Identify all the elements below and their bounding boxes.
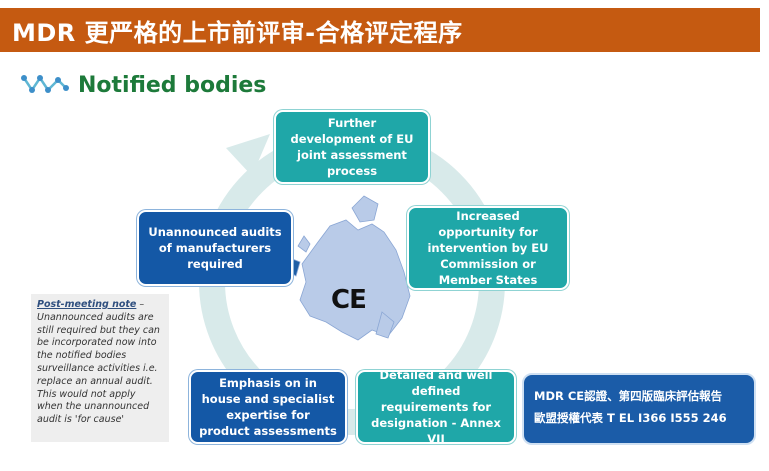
molecule-icon bbox=[21, 75, 69, 93]
cycle-step-bottom-left: Emphasis on in house and specialist expe… bbox=[189, 370, 347, 444]
europe-map bbox=[285, 195, 411, 341]
subtitle-group: Notified bodies bbox=[20, 70, 266, 100]
rep-line-1: MDR CE認證、第四版臨床評估報告 bbox=[534, 389, 723, 403]
cycle-step-left: Unannounced audits of manufacturers requ… bbox=[137, 210, 293, 286]
post-meeting-note: Post-meeting note – Unannounced audits a… bbox=[31, 294, 169, 442]
subtitle-text: Notified bodies bbox=[78, 72, 267, 98]
cycle-arrowhead bbox=[226, 134, 270, 176]
rep-line-2: 歐盟授權代表 T EL I366 I555 246 bbox=[534, 411, 727, 425]
cycle-step-right: Increased opportunity for intervention b… bbox=[407, 206, 569, 290]
cycle-step-bottom-right: Detailed and well defined requirements f… bbox=[356, 368, 516, 446]
note-heading: Post-meeting note bbox=[37, 299, 137, 310]
note-body: – Unannounced audits are still required … bbox=[37, 299, 160, 426]
ce-mark: CE bbox=[331, 285, 367, 315]
cycle-step-top: Further development of EU joint assessme… bbox=[274, 110, 430, 184]
page-title: MDR 更严格的上市前评审-合格评定程序 bbox=[0, 8, 760, 52]
authorized-representative-box: MDR CE認證、第四版臨床評估報告 歐盟授權代表 T EL I366 I555… bbox=[522, 373, 756, 445]
